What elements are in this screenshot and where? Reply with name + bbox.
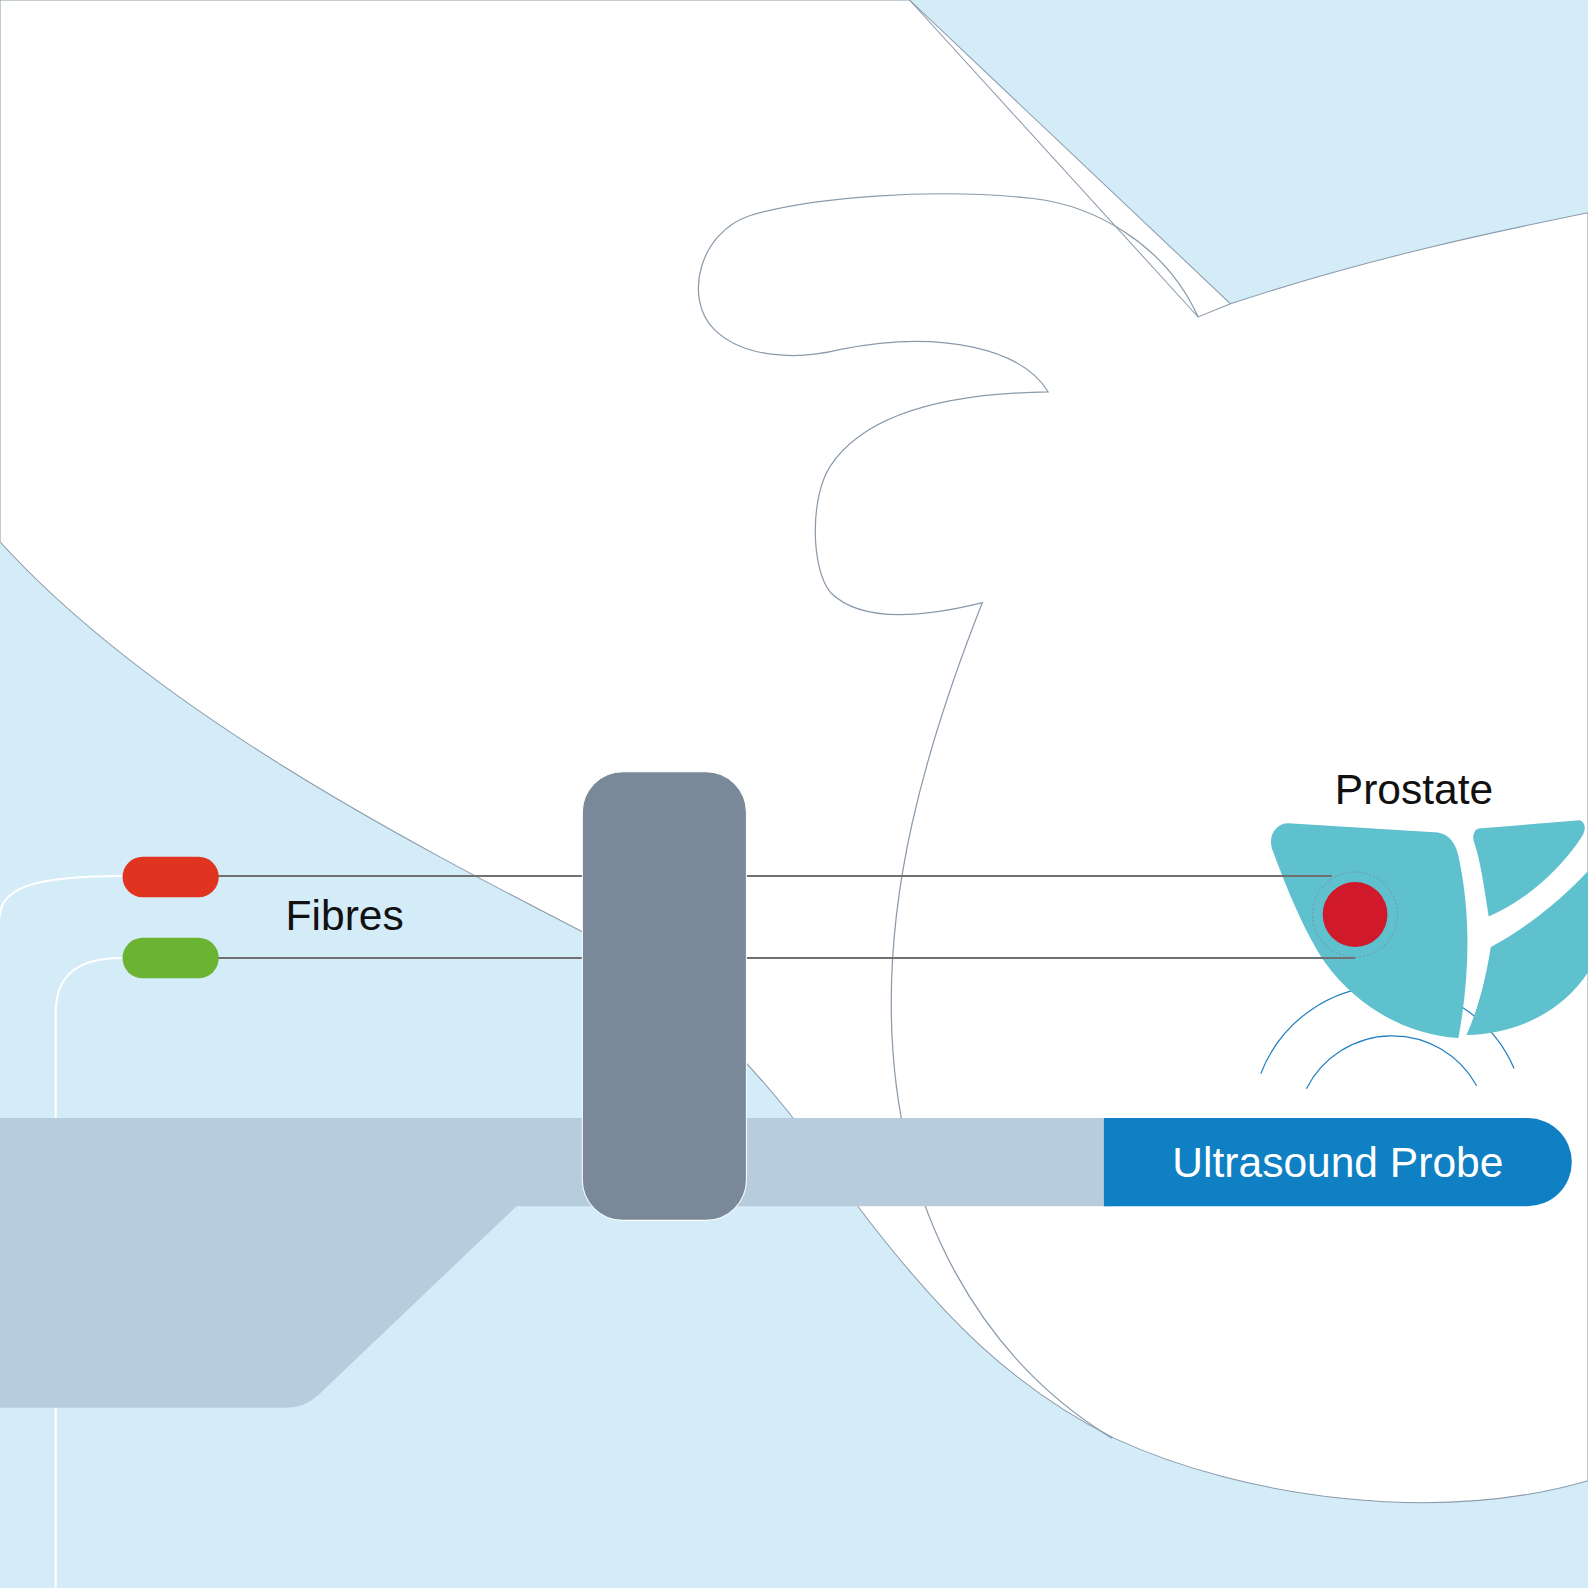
fibre-cable <box>0 876 123 917</box>
red-fibre-connector <box>123 857 219 898</box>
stepper-clamp <box>582 772 746 1221</box>
prostate-node: Prostate <box>1256 760 1588 1054</box>
probe-label: Ultrasound Probe <box>1172 1138 1503 1187</box>
body-outline <box>698 194 1198 1438</box>
ultrasound-wave <box>1306 1036 1476 1089</box>
prostate-lobe <box>1271 823 1468 1038</box>
fibre-line <box>218 957 1355 959</box>
prostate-lobe <box>1466 871 1588 1035</box>
ultrasound-probe: Ultrasound Probe <box>1104 1118 1572 1206</box>
fibre-line <box>218 875 1332 877</box>
tumour-target <box>1323 882 1388 947</box>
probe-handle <box>0 1118 1114 1408</box>
fibres-label: Fibres <box>286 891 404 940</box>
fibre-line <box>1256 875 1332 877</box>
green-fibre-connector <box>123 938 219 979</box>
fibre-line <box>1256 957 1355 959</box>
target-ring <box>1313 872 1398 957</box>
body-outline <box>909 0 1230 317</box>
organ-label: Prostate <box>1335 766 1493 815</box>
body-region <box>0 0 1588 1503</box>
